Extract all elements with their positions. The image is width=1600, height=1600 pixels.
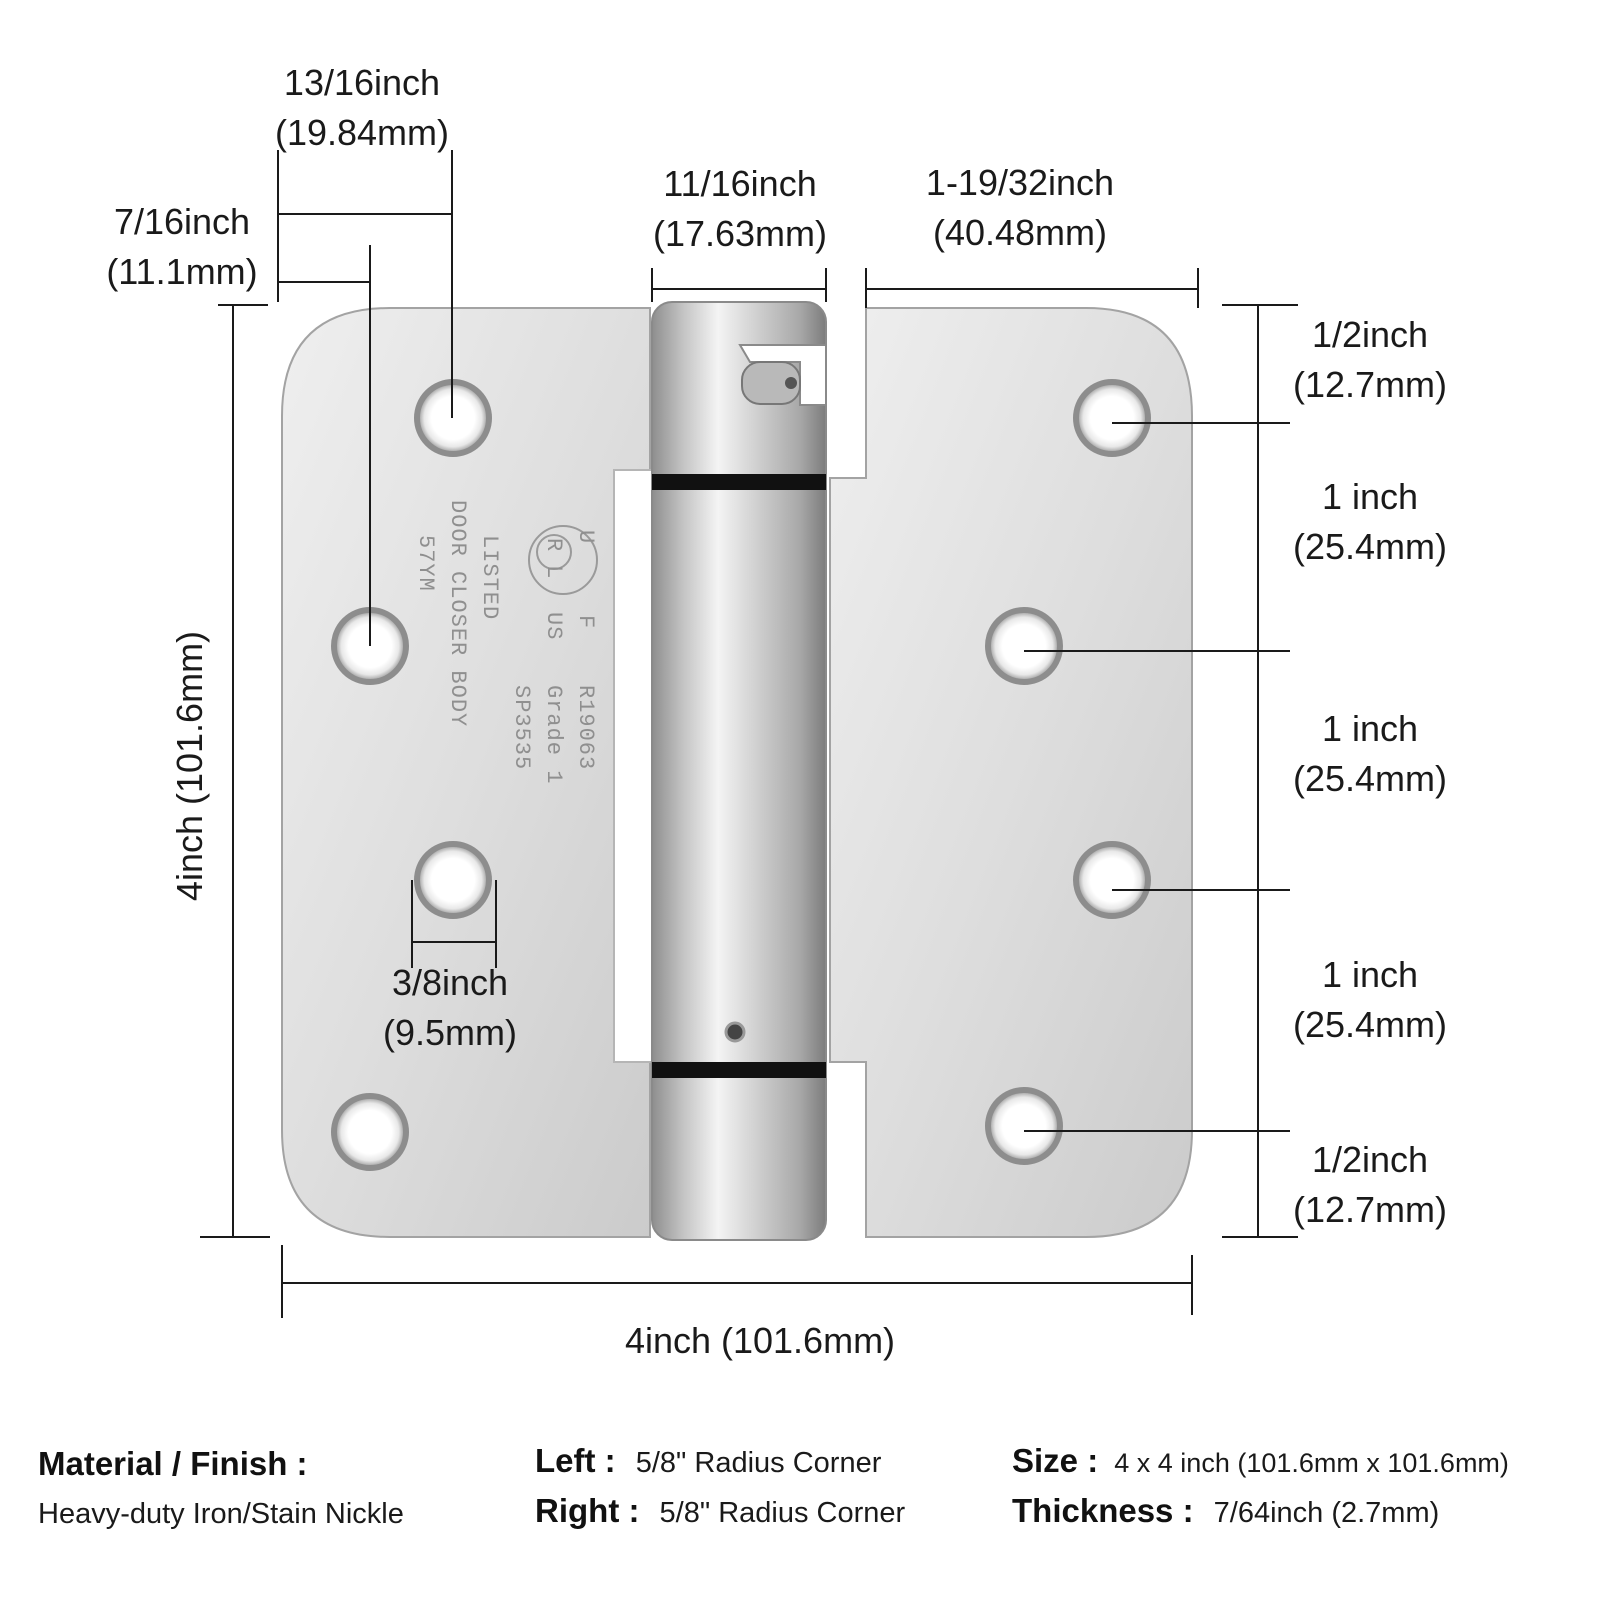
hole-right-4 <box>985 1087 1063 1165</box>
stamp-ul-u: U <box>573 530 598 544</box>
stamp-line-5: DOOR CLOSER BODY <box>445 500 470 727</box>
spec-material: Material / Finish : <box>38 1445 308 1483</box>
spec-size-value: 4 x 4 inch (101.6mm x 101.6mm) <box>1114 1448 1509 1478</box>
hole-right-3 <box>1073 841 1151 919</box>
hole-right-2 <box>985 607 1063 685</box>
hole-left-4 <box>331 1093 409 1171</box>
stamp-ul-us: US <box>541 612 566 640</box>
hole-right-1 <box>1073 379 1151 457</box>
dim-hole-diameter: 3/8inch (9.5mm) <box>383 962 517 1053</box>
dim-right-spacing-1: 1 inch (25.4mm) <box>1292 476 1448 567</box>
hinge-barrel <box>651 301 827 1241</box>
spec-material-label: Material / Finish : <box>38 1445 308 1482</box>
stamp-line-4: LISTED <box>477 535 502 620</box>
engraved-stamp: U F R L US R19063 Grade 1 SP3535 LISTED … <box>413 500 598 784</box>
spec-left: Left : 5/8" Radius Corner <box>535 1442 881 1480</box>
spec-thickness-value: 7/64inch (2.7mm) <box>1213 1497 1440 1529</box>
hole-left-3 <box>414 841 492 919</box>
stamp-ul-l: L <box>541 565 566 579</box>
dim-right-top-spacing: 1/2inch (12.7mm) <box>1292 314 1448 405</box>
left-leaf-slot <box>613 469 653 1063</box>
dim-right-leaf-width: 1-19/32inch (40.48mm) <box>925 162 1115 253</box>
spec-left-label: Left : <box>535 1442 616 1479</box>
stamp-line-6: 57YM <box>413 535 438 592</box>
screw-holes <box>331 379 1151 1171</box>
spec-right-value: 5/8" Radius Corner <box>659 1497 906 1529</box>
dim-left-edge-offset: 7/16inch (11.1mm) <box>106 201 258 292</box>
spec-right-label: Right : <box>535 1492 640 1529</box>
stamp-line-2: Grade 1 <box>541 685 566 784</box>
dim-right-spacing-2: 1 inch (25.4mm) <box>1292 708 1448 799</box>
dim-knuckle-width: 11/16inch (17.63mm) <box>652 163 828 254</box>
dim-left-hole-offset: 13/16inch (19.84mm) <box>274 62 450 153</box>
left-leaf <box>281 307 651 1238</box>
spec-right: Right : 5/8" Radius Corner <box>535 1492 905 1530</box>
spec-material-value: Heavy-duty Iron/Stain Nickle <box>38 1498 404 1530</box>
spec-size: Size : 4 x 4 inch (101.6mm x 101.6mm) <box>1012 1442 1509 1480</box>
spec-size-label: Size : <box>1012 1442 1099 1479</box>
stamp-ul-r: R <box>541 538 566 552</box>
dim-right-bottom-spacing: 1/2inch (12.7mm) <box>1292 1139 1448 1230</box>
stamp-line-3: SP3535 <box>509 685 534 770</box>
dim-right-spacing-3: 1 inch (25.4mm) <box>1292 954 1448 1045</box>
dim-overall-width: 4inch (101.6mm) <box>624 1320 896 1361</box>
right-leaf <box>829 307 1193 1238</box>
dimension-lines <box>200 150 1298 1318</box>
spec-thickness-label: Thickness : <box>1012 1492 1194 1529</box>
spec-thickness: Thickness : 7/64inch (2.7mm) <box>1012 1492 1439 1530</box>
dim-overall-height: 4inch (101.6mm) <box>169 630 210 902</box>
stamp-ul-f: F <box>573 615 598 629</box>
stamp-line-1: R19063 <box>573 685 598 770</box>
spec-left-value: 5/8" Radius Corner <box>635 1447 882 1479</box>
